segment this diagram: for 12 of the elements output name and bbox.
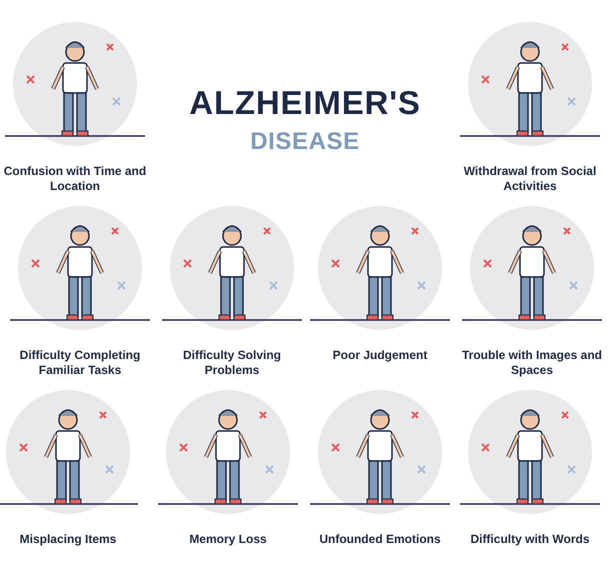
symptom-caption: Confusion with Time and Location	[2, 164, 148, 194]
symptom-caption: Poor Judgement	[332, 348, 428, 363]
subtitle: DISEASE	[249, 130, 361, 154]
symptom-caption: Difficulty with Words	[469, 532, 591, 547]
symptom-caption: Misplacing Items	[18, 532, 118, 547]
symptom-caption: Withdrawal from Social Activities	[462, 164, 598, 194]
symptom-caption: Difficulty Completing Familiar Tasks	[18, 348, 142, 378]
title: ALZHEIMER'S	[188, 86, 422, 119]
symptom-caption: Difficulty Solving Problems	[182, 348, 282, 378]
symptom-caption: Trouble with Images and Spaces	[460, 348, 604, 378]
symptom-caption: Memory Loss	[188, 532, 268, 547]
symptom-caption: Unfounded Emotions	[318, 532, 442, 547]
